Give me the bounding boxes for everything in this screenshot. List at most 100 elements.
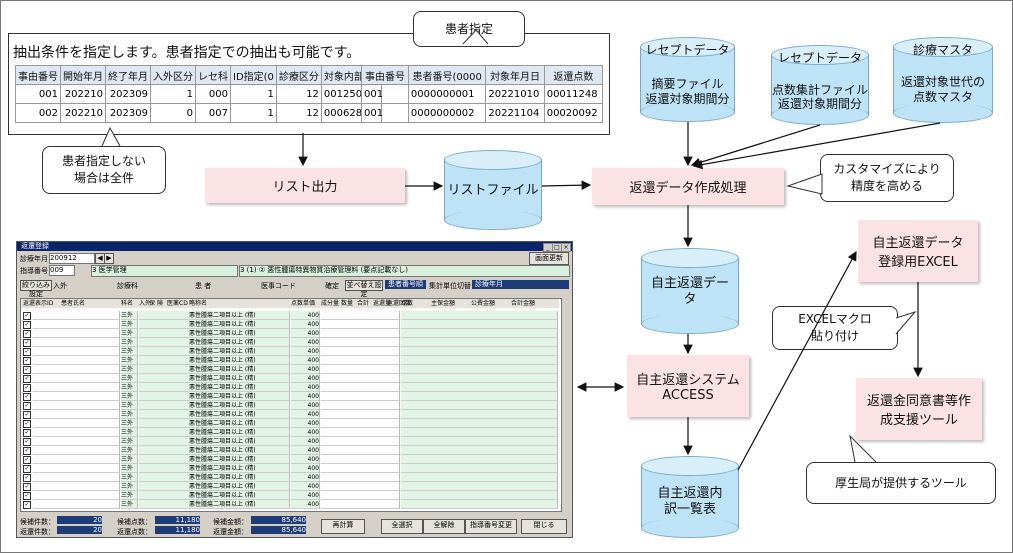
- list-header: 返還回数: [387, 300, 412, 307]
- qty-cell[interactable]: [321, 311, 400, 320]
- qty-cell[interactable]: [321, 473, 400, 482]
- table-row[interactable]: ✓三外悪性腫瘍二項目以上 (精)400: [21, 455, 559, 464]
- points-cell: 400: [291, 383, 320, 392]
- table-row[interactable]: ✓三外悪性腫瘍二項目以上 (精)400: [21, 437, 559, 446]
- table-row[interactable]: ✓三外悪性腫瘍二項目以上 (精)400: [21, 347, 559, 356]
- table-row[interactable]: ✓三外悪性腫瘍二項目以上 (精)400: [21, 365, 559, 374]
- row-checkbox[interactable]: ✓: [23, 474, 31, 482]
- table-row[interactable]: ✓三外悪性腫瘍二項目以上 (精)400: [21, 410, 559, 419]
- sort-button[interactable]: 並べ替え設定: [345, 280, 383, 298]
- row-checkbox[interactable]: ✓: [23, 465, 31, 473]
- table-row[interactable]: ✓三外悪性腫瘍二項目以上 (精)400: [21, 491, 559, 500]
- table-row[interactable]: ✓三外悪性腫瘍二項目以上 (精)400: [21, 428, 559, 437]
- table-row[interactable]: ✓三外悪性腫瘍二項目以上 (精)400: [21, 482, 559, 491]
- table-row[interactable]: ✓三外悪性腫瘍二項目以上 (精)400: [21, 392, 559, 401]
- table-row[interactable]: ✓三外悪性腫瘍二項目以上 (精)400: [21, 464, 559, 473]
- recalc-button[interactable]: 再計算: [321, 519, 365, 534]
- qty-cell[interactable]: [321, 446, 400, 455]
- row-checkbox[interactable]: ✓: [23, 429, 31, 437]
- guidance-select[interactable]: 009: [49, 265, 75, 276]
- row-checkbox[interactable]: ✓: [23, 447, 31, 455]
- amount-cell: [401, 392, 558, 401]
- row-checkbox[interactable]: ✓: [23, 330, 31, 338]
- qty-cell[interactable]: [321, 401, 400, 410]
- qty-cell[interactable]: [321, 464, 400, 473]
- row-checkbox[interactable]: ✓: [23, 492, 31, 500]
- table-row[interactable]: ✓三外悪性腫瘍二項目以上 (精)400: [21, 500, 559, 509]
- deselect-all-button[interactable]: 全解除: [423, 519, 465, 534]
- qty-cell[interactable]: [321, 338, 400, 347]
- table-row[interactable]: ✓三外悪性腫瘍二項目以上 (精)400: [21, 446, 559, 455]
- qty-cell[interactable]: [321, 410, 400, 419]
- row-checkbox[interactable]: ✓: [23, 393, 31, 401]
- points-cell: 400: [291, 311, 320, 320]
- proc-line: 自主返還システム: [636, 373, 740, 388]
- qty-cell[interactable]: [321, 374, 400, 383]
- change-guidance-button[interactable]: 指導番号変更: [465, 519, 517, 534]
- filter-code: 医事コード: [261, 282, 296, 290]
- month-label: 診療年月: [20, 255, 48, 263]
- close-icon[interactable]: ×: [561, 243, 571, 252]
- row-checkbox[interactable]: ✓: [23, 438, 31, 446]
- table-row[interactable]: ✓三外悪性腫瘍二項目以上 (精)400: [21, 329, 559, 338]
- item-name-cell: 悪性腫瘍二項目以上 (精): [189, 338, 290, 347]
- points-cell: 400: [291, 365, 320, 374]
- qty-cell[interactable]: [321, 365, 400, 374]
- list-header: 合計: [357, 300, 370, 307]
- qty-cell[interactable]: [321, 320, 400, 329]
- qty-cell[interactable]: [321, 383, 400, 392]
- table-row[interactable]: ✓三外悪性腫瘍二項目以上 (精)400: [21, 374, 559, 383]
- callout-line: 貼り付け: [810, 329, 859, 343]
- qty-cell[interactable]: [321, 500, 400, 509]
- row-checkbox[interactable]: ✓: [23, 357, 31, 365]
- row-checkbox[interactable]: ✓: [23, 348, 31, 356]
- qty-cell[interactable]: [321, 347, 400, 356]
- qty-cell[interactable]: [321, 455, 400, 464]
- patient-name-cell: [33, 437, 120, 446]
- row-checkbox[interactable]: ✓: [23, 384, 31, 392]
- row-checkbox[interactable]: ✓: [23, 402, 31, 410]
- status-value: 11,180: [155, 516, 200, 524]
- criteria-header: ID指定(0: [230, 65, 277, 85]
- row-checkbox[interactable]: ✓: [23, 501, 31, 509]
- row-checkbox[interactable]: ✓: [23, 456, 31, 464]
- table-row[interactable]: ✓三外悪性腫瘍二項目以上 (精)400: [21, 338, 559, 347]
- amount-cell: [401, 419, 558, 428]
- select-all-button[interactable]: 全選択: [381, 519, 423, 534]
- qty-cell[interactable]: [321, 392, 400, 401]
- qty-cell[interactable]: [321, 419, 400, 428]
- qty-cell[interactable]: [321, 428, 400, 437]
- qty-cell[interactable]: [321, 356, 400, 365]
- filter-confirm[interactable]: 確定: [325, 282, 339, 290]
- row-checkbox[interactable]: ✓: [23, 411, 31, 419]
- row-checkbox[interactable]: ✓: [23, 321, 31, 329]
- table-row[interactable]: ✓三外悪性腫瘍二項目以上 (精)400: [21, 311, 559, 320]
- qty-cell[interactable]: [321, 482, 400, 491]
- qty-cell[interactable]: [321, 329, 400, 338]
- arrow-rece2-to-create: [690, 124, 821, 168]
- qty-cell[interactable]: [321, 437, 400, 446]
- filter-button[interactable]: 絞り込み設定: [20, 280, 52, 298]
- close-button[interactable]: 閉じる: [521, 519, 567, 534]
- table-row[interactable]: ✓三外悪性腫瘍二項目以上 (精)400: [21, 356, 559, 365]
- next-month-icon[interactable]: ▶: [104, 253, 114, 264]
- codes-cell: [139, 392, 190, 401]
- row-checkbox[interactable]: ✓: [23, 366, 31, 374]
- table-row[interactable]: ✓三外悪性腫瘍二項目以上 (精)400: [21, 419, 559, 428]
- table-row[interactable]: ✓三外悪性腫瘍二項目以上 (精)400: [21, 401, 559, 410]
- list-header: 成分量: [321, 300, 340, 307]
- row-checkbox[interactable]: ✓: [23, 339, 31, 347]
- table-row[interactable]: ✓三外悪性腫瘍二項目以上 (精)400: [21, 383, 559, 392]
- refresh-button[interactable]: 画面更新: [529, 252, 569, 265]
- dept-cell: 三外: [121, 500, 138, 509]
- criteria-cell: 202309: [105, 103, 151, 123]
- row-checkbox[interactable]: ✓: [23, 375, 31, 383]
- table-row[interactable]: ✓三外悪性腫瘍二項目以上 (精)400: [21, 473, 559, 482]
- table-row[interactable]: ✓三外悪性腫瘍二項目以上 (精)400: [21, 320, 559, 329]
- filter-patient: 患 者: [195, 282, 212, 290]
- row-checkbox[interactable]: ✓: [23, 312, 31, 320]
- qty-cell[interactable]: [321, 491, 400, 500]
- month-input[interactable]: 200912: [49, 253, 95, 264]
- row-checkbox[interactable]: ✓: [23, 483, 31, 491]
- row-checkbox[interactable]: ✓: [23, 420, 31, 428]
